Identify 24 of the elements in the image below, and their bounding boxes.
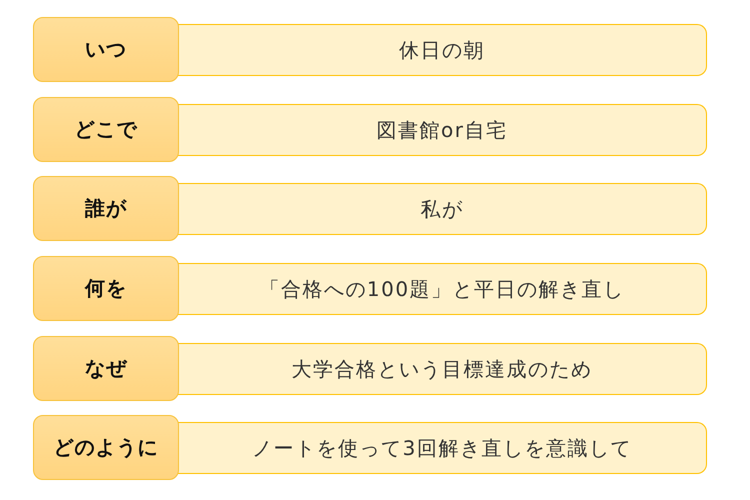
category-label: [33, 176, 179, 241]
answer-panel: [178, 263, 707, 315]
answer-panel: [178, 24, 707, 76]
answer-panel: [178, 104, 707, 156]
answer-panel: [178, 343, 707, 395]
category-label: [33, 97, 179, 162]
category-text: 誰が: [85, 195, 127, 222]
answer-text: ノートを使って3回解き直しを意識して: [252, 434, 632, 462]
category-label: [33, 256, 179, 321]
answer-text: 私が: [420, 196, 464, 222]
category-text: どのように: [54, 434, 158, 461]
category-label: [33, 415, 179, 480]
category-label: [33, 17, 179, 82]
answer-text: 休日の朝: [399, 36, 485, 64]
category-text: なぜ: [85, 355, 127, 382]
answer-text: 「合格への100題」と平日の解き直し: [259, 276, 625, 302]
category-text: 何を: [85, 275, 127, 302]
answer-text: 図書館or自宅: [376, 116, 508, 144]
category-text: いつ: [85, 36, 127, 63]
answer-panel: [178, 183, 707, 235]
category-label: [33, 336, 179, 401]
category-text: どこで: [74, 116, 138, 143]
answer-panel: [178, 422, 707, 474]
answer-text: 大学合格という目標達成のため: [292, 356, 592, 382]
